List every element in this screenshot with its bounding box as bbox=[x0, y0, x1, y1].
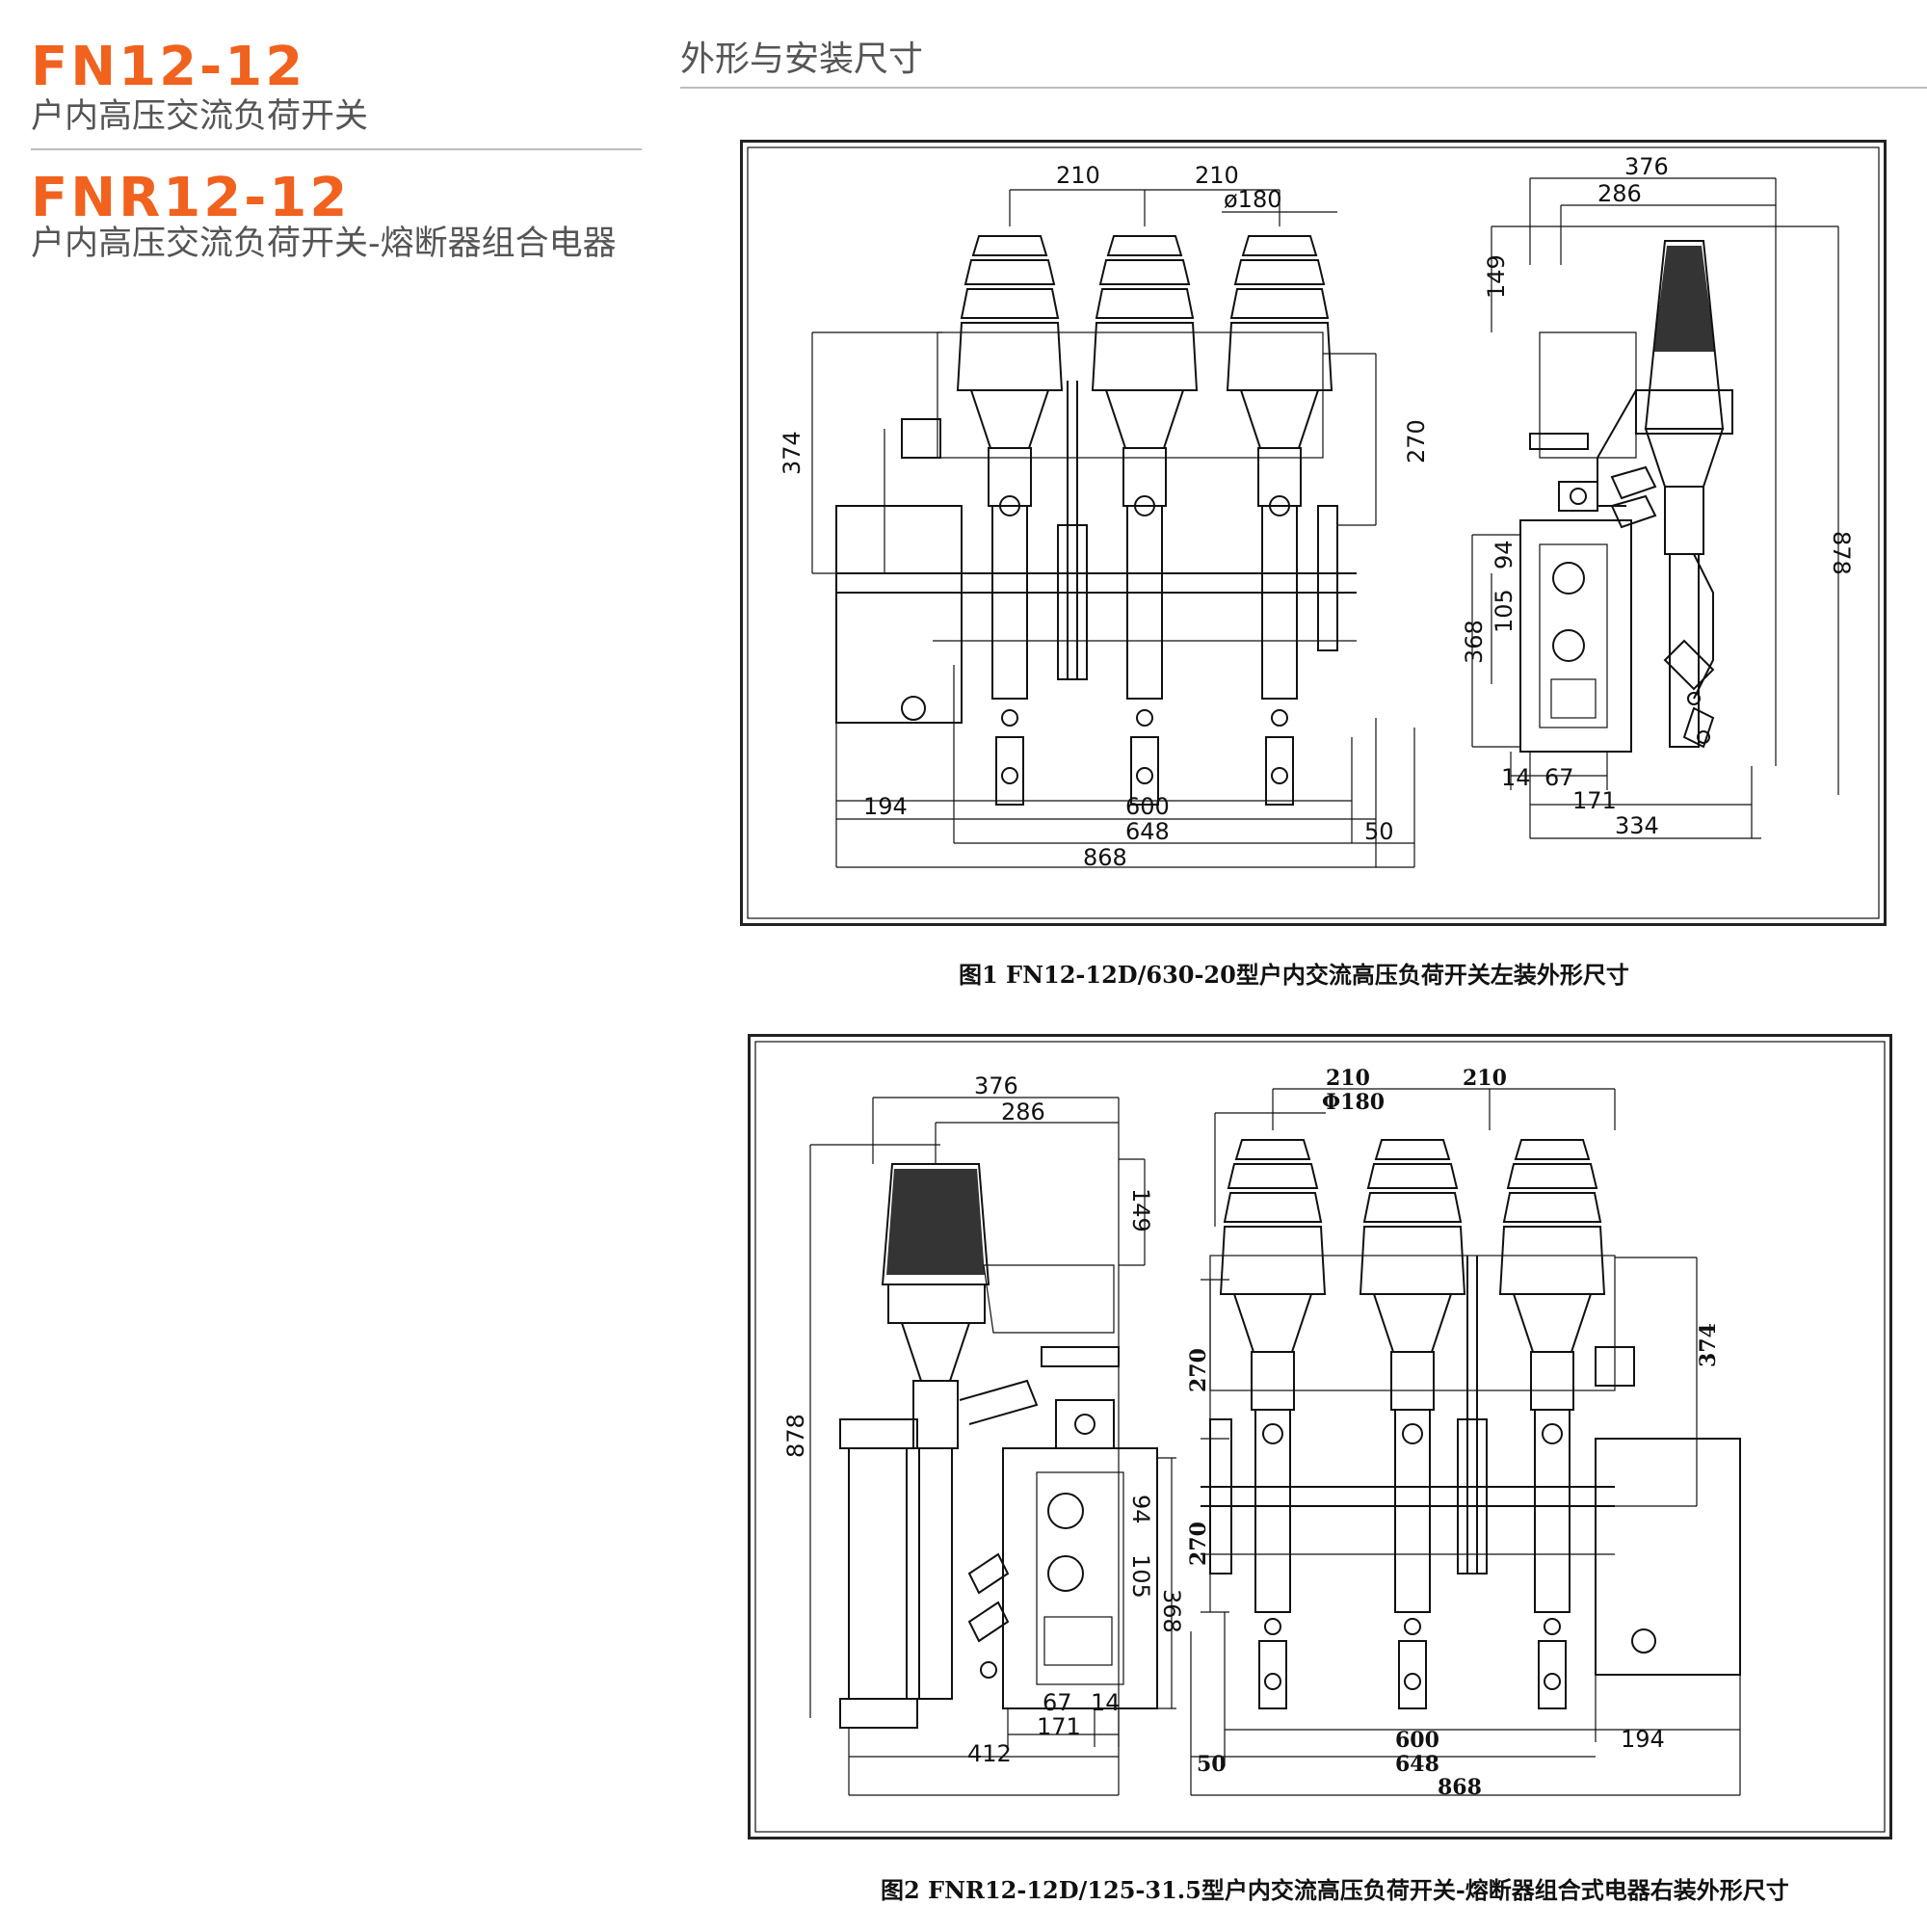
fig1-side-dim-bottom-b: 67 bbox=[1544, 764, 1574, 791]
figure-2-front-view bbox=[1190, 1088, 1741, 1796]
fig2-front-dim-pitch-right: 210 bbox=[1463, 1066, 1507, 1091]
figure-2-drawing: 376 286 149 878 94 105 368 67 14 171 412… bbox=[754, 1041, 1886, 1833]
fig2-front-dim-height-left-b: 270 bbox=[1186, 1522, 1211, 1566]
model-title-fn12: FN12-12 bbox=[31, 36, 306, 98]
fig2-side-dim-bottom-a: 67 bbox=[1043, 1689, 1072, 1716]
fig1-side-dim-bottom-c: 171 bbox=[1572, 787, 1617, 814]
fig1-front-dim-height-left: 374 bbox=[779, 431, 805, 475]
fig2-front-dim-offset-left: 50 bbox=[1197, 1752, 1227, 1777]
fig2-front-dim-span-inner: 600 bbox=[1395, 1728, 1439, 1753]
fig1-front-dim-diameter: ø180 bbox=[1224, 186, 1282, 213]
fig2-front-dim-span-mid: 648 bbox=[1395, 1752, 1439, 1777]
fig1-front-dim-span-mid: 648 bbox=[1125, 818, 1170, 845]
fig1-side-dim-panel-b: 105 bbox=[1491, 589, 1518, 633]
fig2-side-dim-panel-height: 368 bbox=[1158, 1589, 1185, 1633]
fig2-front-dim-offset-right: 194 bbox=[1621, 1726, 1665, 1753]
figure-2-frame bbox=[748, 1034, 1892, 1839]
figure-1-side-view bbox=[1471, 177, 1839, 839]
left-divider bbox=[31, 148, 642, 150]
fig2-front-dim-diameter: Φ180 bbox=[1322, 1090, 1385, 1115]
fig2-side-dim-panel-a: 94 bbox=[1127, 1495, 1154, 1524]
figure-1-frame bbox=[740, 140, 1887, 926]
fig2-side-dim-panel-b: 105 bbox=[1127, 1554, 1154, 1599]
fig1-front-dim-pitch-right: 210 bbox=[1195, 162, 1239, 189]
section-divider bbox=[680, 87, 1927, 89]
fig2-side-dim-bottom-c: 171 bbox=[1037, 1713, 1081, 1740]
fig1-side-dim-bottom-total: 334 bbox=[1615, 812, 1659, 839]
fig1-front-dim-span-inner: 600 bbox=[1125, 793, 1170, 820]
fig1-front-dim-pitch-left: 210 bbox=[1056, 162, 1100, 189]
fig1-side-dim-top-width: 376 bbox=[1624, 153, 1669, 180]
figure-1-caption: 图1 FN12-12D/630-20型户内交流高压负荷开关左装外形尺寸 bbox=[959, 961, 1629, 989]
fig2-side-dim-total-height: 878 bbox=[782, 1414, 809, 1458]
model-title-fnr12: FNR12-12 bbox=[31, 167, 351, 229]
fig1-front-dim-offset-left: 194 bbox=[863, 793, 908, 820]
model-subtitle-fn12: 户内高压交流负荷开关 bbox=[31, 97, 369, 136]
fig2-side-dim-top-height: 149 bbox=[1127, 1188, 1154, 1232]
fig2-front-dim-height-left-a: 270 bbox=[1186, 1348, 1211, 1392]
fig1-side-dim-total-height: 878 bbox=[1828, 531, 1855, 575]
fig1-side-dim-top-height: 149 bbox=[1483, 254, 1510, 299]
fig2-side-dim-bottom-b: 14 bbox=[1091, 1689, 1121, 1716]
figure-2-caption: 图2 FNR12-12D/125-31.5型户内交流高压负荷开关-熔断器组合式电… bbox=[881, 1876, 1789, 1904]
fig2-side-dim-top-width: 376 bbox=[974, 1072, 1018, 1099]
figure-1-front-view bbox=[811, 189, 1415, 868]
fig1-side-dim-panel-a: 94 bbox=[1491, 540, 1518, 569]
section-title: 外形与安装尺寸 bbox=[680, 40, 924, 79]
fig2-side-dim-top-inner: 286 bbox=[1001, 1098, 1045, 1125]
fig2-front-dim-span-total: 868 bbox=[1438, 1775, 1482, 1800]
fig1-side-dim-panel-height: 368 bbox=[1461, 620, 1488, 664]
fig1-front-dim-offset-right: 50 bbox=[1364, 818, 1394, 845]
fig2-front-dim-pitch-left: 210 bbox=[1326, 1066, 1370, 1091]
fig1-side-dim-bottom-a: 14 bbox=[1501, 764, 1531, 791]
model-subtitle-fnr12: 户内高压交流负荷开关-熔断器组合电器 bbox=[31, 225, 617, 263]
fig1-side-dim-top-inner: 286 bbox=[1597, 180, 1642, 207]
fig2-front-dim-height-right: 374 bbox=[1696, 1323, 1721, 1367]
fig1-front-dim-height-right: 270 bbox=[1403, 419, 1430, 463]
figure-1-drawing: 210 210 ø180 374 270 194 600 648 868 50 … bbox=[747, 146, 1880, 919]
fig1-front-dim-span-total: 868 bbox=[1083, 844, 1127, 871]
figure-2-side-view bbox=[809, 1097, 1176, 1796]
fig2-side-dim-bottom-total: 412 bbox=[967, 1740, 1012, 1767]
